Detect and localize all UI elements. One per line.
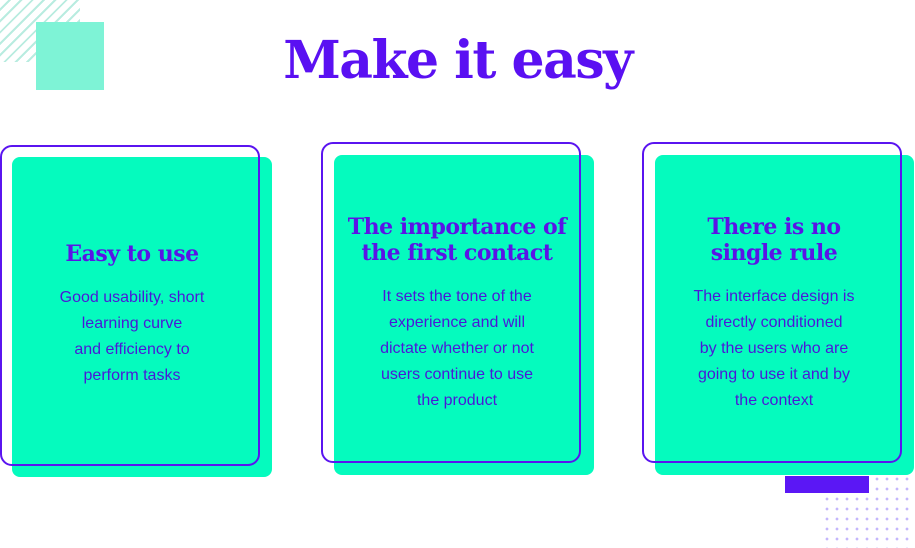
purple-bar-decoration: [785, 476, 869, 493]
card-heading: Easy to use: [65, 241, 199, 267]
card-easy-to-use: Easy to use Good usability, short learni…: [12, 241, 252, 389]
card-first-contact: The importance of the first contact It s…: [334, 214, 580, 414]
card-heading: There is no single rule: [707, 214, 841, 266]
card-first-contact-background: [334, 155, 594, 475]
card-no-single-rule-background: [655, 155, 914, 475]
card-body: The interface design is directly conditi…: [693, 288, 855, 409]
card-body: Good usability, short learning curve and…: [59, 289, 205, 384]
mint-square-decoration: [36, 22, 104, 90]
card-easy-to-use-background: [12, 157, 272, 477]
card-heading: The importance of the first contact: [347, 214, 567, 266]
card-first-contact-outline: [321, 142, 581, 463]
page-title: Make it easy: [283, 30, 633, 91]
card-no-single-rule-outline: [642, 142, 902, 463]
card-easy-to-use-outline: [0, 145, 260, 466]
card-body: It sets the tone of the experience and w…: [380, 288, 534, 409]
card-no-single-rule: There is no single rule The interface de…: [655, 214, 893, 414]
